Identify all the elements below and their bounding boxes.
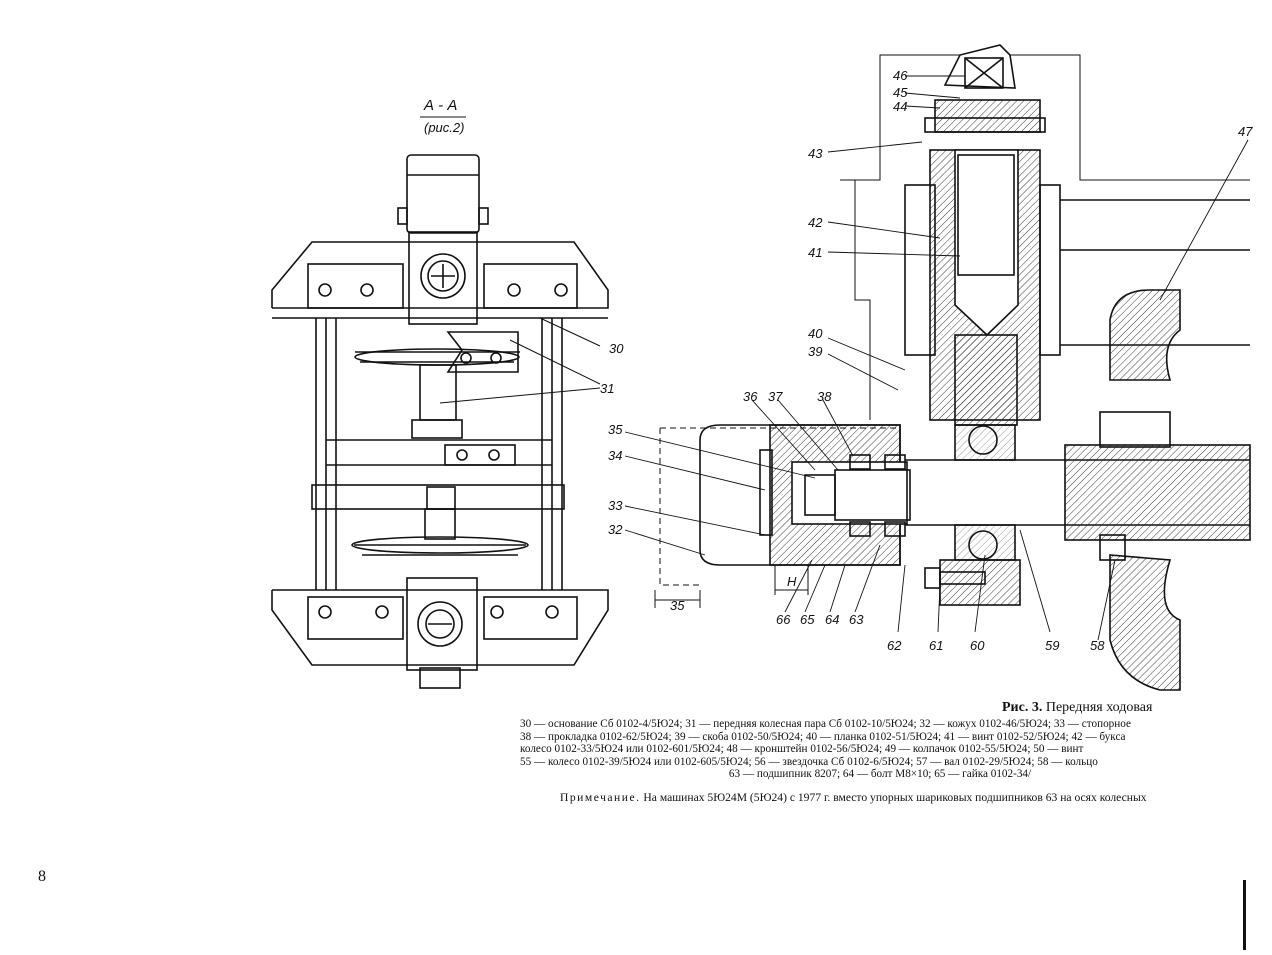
- cross-section-right: [624, 44, 1251, 691]
- note-text: На машинах 5Ю24М (5Ю24) с 1977 г. вместо…: [643, 791, 1147, 804]
- callout-47: 47: [1238, 124, 1253, 139]
- callout-34: 34: [608, 448, 622, 463]
- callout-63: 63: [849, 612, 864, 627]
- callout-61: 61: [929, 638, 943, 653]
- legend-line: 30 — основание Сб 0102-4/5Ю24; 31 — пере…: [520, 718, 1131, 730]
- callout-45: 45: [893, 85, 908, 100]
- callout-65: 65: [800, 612, 815, 627]
- legend-line: 55 — колесо 0102-39/5Ю24 или 0102-605/5Ю…: [520, 755, 1098, 768]
- callout-66: 66: [776, 612, 791, 627]
- callout-64: 64: [825, 612, 839, 627]
- section-view-left: [271, 154, 609, 689]
- section-title: А - А: [423, 97, 457, 114]
- callout-33: 33: [608, 498, 623, 513]
- callout-60: 60: [970, 638, 985, 653]
- callout-32: 32: [608, 522, 623, 537]
- callout-36: 36: [743, 389, 758, 404]
- callout-40: 40: [808, 326, 823, 341]
- callout-42: 42: [808, 215, 823, 230]
- dimension-35: 35: [670, 598, 685, 613]
- technical-drawing: А - А (рис.2) 46 45 44 43 42 41 40 39 38…: [271, 44, 1253, 691]
- dimension-h: Н: [787, 574, 797, 589]
- section-label: А - А (рис.2): [420, 97, 466, 135]
- callout-41: 41: [808, 245, 822, 260]
- margin-mark: [1243, 880, 1246, 950]
- callout-37: 37: [768, 389, 783, 404]
- figure-title: Передняя ходовая: [1045, 700, 1153, 715]
- callout-39: 39: [808, 344, 822, 359]
- callout-46: 46: [893, 68, 908, 83]
- figure-caption: Рис. 3. Передняя ходовая: [1002, 700, 1152, 716]
- note-label: Примечание.: [560, 791, 641, 804]
- callout-62: 62: [887, 638, 902, 653]
- callout-59: 59: [1045, 638, 1059, 653]
- legend-line: 38 — прокладка 0102-62/5Ю24; 39 — скоба …: [520, 730, 1126, 743]
- callout-43: 43: [808, 146, 823, 161]
- callout-58: 58: [1090, 638, 1105, 653]
- legend-line: 63 — подшипник 8207; 64 — болт М8×10; 65…: [728, 768, 1032, 781]
- callout-30: 30: [609, 341, 624, 356]
- callout-44: 44: [893, 99, 907, 114]
- figure-number: Рис. 3.: [1002, 700, 1043, 715]
- callout-38: 38: [817, 389, 832, 404]
- page-number: 8: [38, 868, 46, 885]
- legend-line: колесо 0102-33/5Ю24 или 0102-601/5Ю24; 4…: [520, 743, 1084, 756]
- section-ref: (рис.2): [424, 120, 464, 135]
- note: Примечание. На машинах 5Ю24М (5Ю24) с 19…: [560, 791, 1250, 804]
- callout-35: 35: [608, 422, 623, 437]
- callout-31: 31: [600, 381, 614, 396]
- legend: 30 — основание Сб 0102-4/5Ю24; 31 — пере…: [520, 718, 1240, 781]
- callout-labels: 46 45 44 43 42 41 40 39 38 37 36 35 34 3…: [600, 68, 1253, 653]
